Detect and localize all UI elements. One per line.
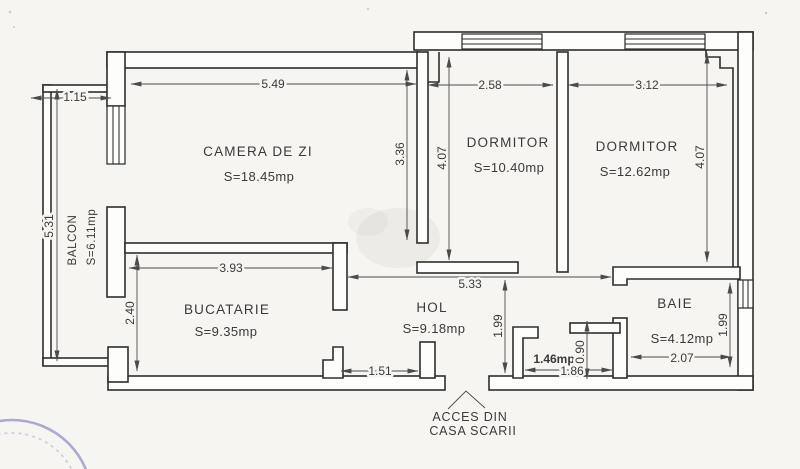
wall-segment [416,261,519,274]
wall-pillar [705,50,734,267]
wall-segment [106,206,126,298]
entrance-label-line2: CASA SCARII [429,424,516,438]
dim-living-width: 5.49 [261,77,285,91]
dim-living-depth: 3.36 [393,142,407,166]
room-area-bedroom2: S=12.62mp [600,164,670,179]
wall-segment [416,51,429,244]
dim-storage-width: 1.86 [560,364,584,378]
window-icon [624,33,706,50]
storage-area-label: 1.46mp [533,352,574,366]
entrance-arrow-icon [447,390,486,410]
room-label-bedroom2: DORMITOR [596,139,679,154]
dim-hall-depth: 1.99 [491,314,505,338]
entrance-annotation: ACCES DIN CASA SCARII [429,390,516,438]
windows [106,33,754,309]
entrance-label-line1: ACCES DIN [432,410,507,424]
room-label-bathroom: BAIE [657,296,693,311]
wall-segment [107,375,446,391]
dim-balcony-width: 1.15 [63,90,87,104]
dim-bedroom2-depth: 4.07 [693,145,707,169]
wall-segment [419,341,436,379]
balcony-door-icon [106,105,126,165]
dim-balcony-length: 5.31 [42,214,56,238]
dimension-labels: 5.49 1.15 5.31 2.58 3.12 3.36 4.07 4.07 … [40,75,733,381]
wall-segment [332,242,348,311]
room-area-bathroom: S=4.12mp [651,331,714,346]
room-label-kitchen: BUCATARIE [184,302,270,317]
dim-bedroom1-width: 2.58 [478,78,502,92]
dim-bedroom2-width: 3.12 [635,78,659,92]
room-label-bedroom1: DORMITOR [467,135,550,150]
wall-segment [512,326,539,379]
window-icon [461,33,543,50]
walls [42,31,754,391]
wall-segment [124,242,348,254]
room-area-balcony: S=6.11mp [86,209,98,266]
dim-bath-width: 2.07 [670,351,694,365]
dimension-lines [30,52,733,380]
round-stamp-icon [0,418,88,469]
room-area-living: S=18.45mp [224,169,294,184]
wall-segment [42,357,111,367]
room-label-balcony: BALCON [67,215,79,266]
room-area-kitchen: S=9.35mp [195,324,258,339]
room-area-bedroom1: S=10.40mp [474,160,544,175]
dim-bath-depth: 1.99 [716,313,730,337]
dim-kitchen-depth: 2.40 [123,301,137,325]
dim-kitchen-width: 3.93 [219,261,243,275]
wall-segment [569,322,621,334]
room-label-living: CAMERA DE ZI [203,144,313,159]
wall-segment [106,51,419,69]
wall-segment [556,51,569,273]
room-label-hall: HOL [416,300,447,315]
window-icon [737,279,754,309]
dim-bedroom1-depth: 4.07 [435,146,449,170]
dim-storage-depth: 0.90 [573,340,587,364]
wall-pillar [428,52,440,83]
wall-segment [107,346,129,383]
wall-segment [322,346,344,379]
room-area-hall: S=9.18mp [403,321,466,336]
wall-segment [737,31,754,391]
dim-hall-length: 5.33 [458,277,482,291]
dim-niche-width: 1.51 [368,364,392,378]
room-labels: CAMERA DE ZI S=18.45mp DORMITOR S=10.40m… [67,135,713,346]
wall-segment [612,266,741,286]
